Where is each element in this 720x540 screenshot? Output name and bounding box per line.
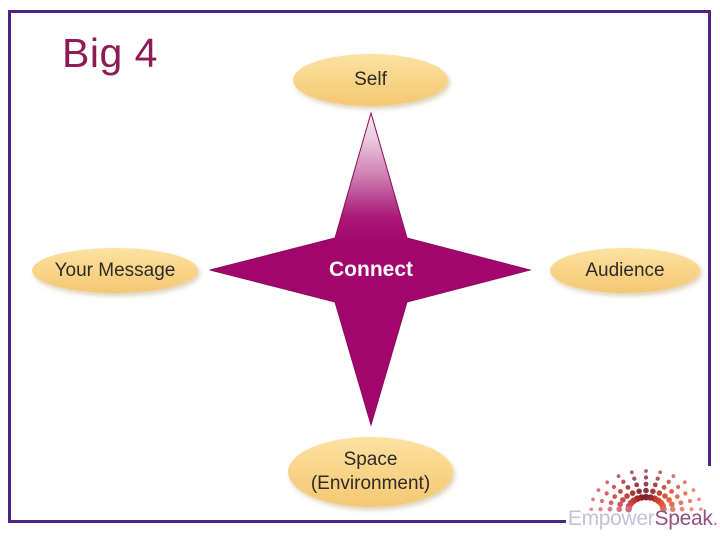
slide-title: Big 4 (62, 30, 158, 76)
empowerspeak-logo: EmpowerSpeak. (563, 450, 720, 540)
node-space-label-line2: (Environment) (310, 473, 431, 494)
node-your-message: Your Message (32, 248, 198, 293)
logo-text-speak: Speak (654, 507, 713, 530)
node-audience-label: Audience (585, 259, 665, 281)
node-self-label: Self (354, 69, 387, 91)
logo-burst-icon (589, 469, 703, 513)
logo-background (566, 466, 720, 540)
node-self: Self (293, 54, 448, 106)
logo-text-empower: Empower (567, 507, 655, 530)
slide-border (8, 10, 711, 523)
logo-text: EmpowerSpeak. (563, 507, 720, 531)
node-audience: Audience (550, 248, 700, 293)
node-space-environment: Space (Environment) (288, 437, 453, 507)
node-space-label-line1: Space (343, 449, 398, 471)
center-label: Connect (329, 258, 413, 281)
logo-text-dot: . (712, 507, 719, 530)
node-your-message-label: Your Message (54, 259, 176, 281)
